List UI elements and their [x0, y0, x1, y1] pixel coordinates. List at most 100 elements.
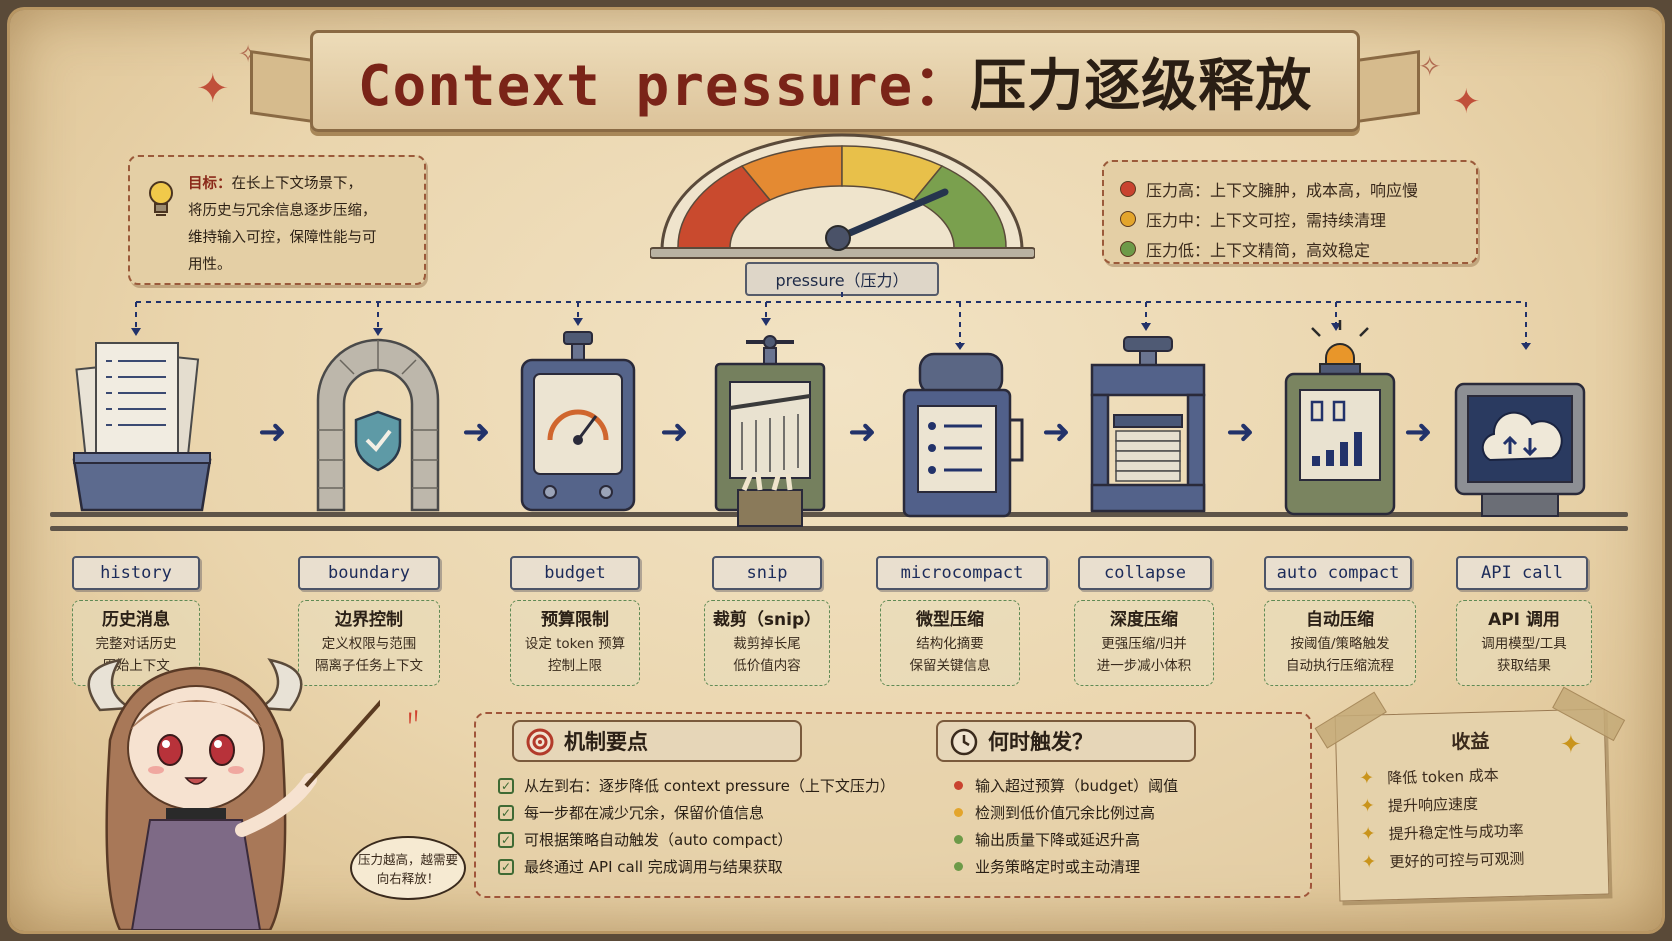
bullet-dot [954, 835, 963, 844]
budget-gauge-machine-icon [520, 331, 636, 512]
stage-label-boundary: boundary [298, 556, 440, 590]
trigger-item-text: 业务策略定时或主动清理 [975, 858, 1141, 876]
stage-title: 深度压缩 [1110, 610, 1178, 630]
stage-desc-2: 隔离子任务上下文 [315, 658, 423, 674]
bubble-line-1: 压力越高，越需要 [357, 852, 458, 867]
mechanism-item: ✓ 从左到右：逐步降低 context pressure（上下文压力） [498, 772, 918, 799]
benefit-item-text: 提升响应速度 [1387, 794, 1479, 815]
mechanism-title: 机制要点 [564, 730, 648, 754]
benefit-item-text: 降低 token 成本 [1387, 765, 1499, 787]
mechanism-item-text: 可根据策略自动触发（auto compact） [524, 831, 793, 849]
stage-desc-1: 结构化摘要 [916, 636, 984, 652]
legend-text-high: 压力高：上下文臃肿，成本高，响应慢 [1146, 181, 1419, 200]
stage-label-budget: budget [510, 556, 640, 590]
microcompact-machine-icon [902, 352, 1024, 518]
boundary-arch-icon [316, 338, 440, 512]
arrow-right-icon: ➜ [258, 412, 287, 452]
sparkle-icon: ✦ [1452, 82, 1481, 122]
bubble-line-2: 向右释放！ [376, 871, 440, 886]
target-icon [526, 728, 554, 756]
arrow-right-icon: ➜ [462, 412, 491, 452]
stage-desc-2: 保留关键信息 [909, 658, 991, 674]
stage-card-boundary: 边界控制 定义权限与范围 隔离子任务上下文 [298, 600, 440, 686]
arrow-right-icon: ➜ [660, 412, 689, 452]
star-icon: ✦ [1359, 795, 1376, 817]
goal-text-1: 在长上下文场景下， [231, 176, 363, 192]
trigger-title: 何时触发？ [988, 730, 1093, 754]
stage-desc-1: 更强压缩/归并 [1101, 636, 1187, 652]
banner-tail-right [1350, 50, 1420, 124]
stage-title: 裁剪（snip） [712, 610, 822, 630]
speech-bubble: 压力越高，越需要 向右释放！ [350, 836, 466, 900]
title-banner: Context pressure：压力逐级释放 [310, 30, 1360, 132]
arrow-right-icon: ➜ [848, 412, 877, 452]
stage-label-api-call: API call [1456, 556, 1588, 590]
mechanism-item: ✓ 可根据策略自动触发（auto compact） [498, 826, 918, 853]
goal-text-4: 用性。 [188, 257, 232, 273]
title-en: Context pressure： [357, 53, 971, 119]
trigger-item-text: 检测到低价值冗余比例过高 [975, 804, 1156, 822]
goal-label: 目标： [188, 176, 232, 192]
star-icon: ✦ [1361, 851, 1377, 873]
checkbox-icon: ✓ [498, 858, 514, 875]
stage-label-auto-compact: auto compact [1264, 556, 1412, 590]
stage-title: API 调用 [1488, 610, 1560, 630]
legend-text-mid: 压力中：上下文可控，需持续清理 [1146, 211, 1387, 230]
bullet-dot [954, 808, 963, 817]
benefit-item-text: 更好的可控与可观测 [1389, 849, 1525, 871]
benefit-item: ✦ 更好的可控与可观测 [1361, 841, 1608, 875]
bullet-dot [954, 862, 963, 871]
stage-desc-1: 完整对话历史 [95, 636, 177, 652]
benefit-item-text: 提升稳定性与成功率 [1388, 821, 1524, 843]
sparkle-icon: ✦ [196, 66, 230, 112]
legend-dot-mid [1120, 211, 1136, 227]
stage-label-microcompact: microcompact [876, 556, 1048, 590]
stage-desc-1: 设定 token 预算 [524, 636, 626, 652]
mascot-character [87, 658, 380, 930]
trigger-item: 输出质量下降或延迟升高 [950, 826, 1290, 853]
mechanism-item: ✓每一步都在减少冗余，保留价值信息 [498, 799, 918, 826]
stage-desc-2: 自动执行压缩流程 [1286, 658, 1394, 674]
trigger-item: 输入超过预算（budget）阈值 [950, 772, 1290, 799]
pressure-gauge [650, 133, 1035, 259]
clock-icon [950, 728, 978, 756]
arrow-right-icon: ➜ [1226, 412, 1255, 452]
stage-card-snip: 裁剪（snip） 裁剪掉长尾 低价值内容 [704, 600, 830, 686]
stage-desc-2: 低价值内容 [733, 658, 801, 674]
checkbox-icon: ✓ [498, 831, 514, 848]
sparkle-icon: ✧ [1418, 50, 1442, 83]
star-icon: ✦ [1360, 823, 1377, 845]
mechanism-item-text: 从左到右：逐步降低 context pressure（上下文压力） [524, 777, 895, 795]
mechanism-item-text: 每一步都在减少冗余，保留价值信息 [524, 804, 765, 822]
history-documents-icon [72, 342, 212, 512]
goal-note: 目标：在长上下文场景下， 将历史与冗余信息逐步压缩， 维持输入可控，保障性能与可… [128, 155, 426, 285]
api-call-monitor-icon [1454, 382, 1586, 517]
trigger-list: 输入超过预算（budget）阈值 检测到低价值冗余比例过高 输出质量下降或延迟升… [950, 772, 1290, 880]
legend-dot-high [1120, 181, 1136, 197]
mechanism-item: ✓最终通过 API call 完成调用与结果获取 [498, 853, 918, 880]
stage-card-microcompact: 微型压缩 结构化摘要 保留关键信息 [880, 600, 1020, 686]
collapse-press-icon [1090, 336, 1206, 513]
pressure-legend: 压力高：上下文臃肿，成本高，响应慢 压力中：上下文可控，需持续清理 压力低：上下… [1102, 160, 1478, 264]
stage-title: 预算限制 [541, 610, 609, 630]
snip-shredder-icon [714, 335, 826, 527]
star-icon: ✦ [1358, 767, 1375, 789]
stage-desc-2: 进一步减小体积 [1096, 658, 1192, 674]
legend-dot-low [1120, 241, 1136, 257]
legend-text-low: 压力低：上下文精简，高效稳定 [1146, 241, 1371, 260]
arrow-right-icon: ➜ [1042, 412, 1071, 452]
stage-title: 历史消息 [102, 610, 170, 630]
benefits-list: ✦ 降低 token 成本 ✦ 提升响应速度 ✦ 提升稳定性与成功率 ✦ 更好的可控与可… [1337, 758, 1608, 877]
legend-row-mid: 压力中：上下文可控，需持续清理 [1120, 204, 1460, 234]
stage-card-budget: 预算限制 设定 token 预算 控制上限 [510, 600, 640, 686]
stage-desc-1: 调用模型/工具 [1481, 636, 1567, 652]
pressure-connector [131, 292, 1531, 350]
checkbox-icon: ✓ [498, 777, 514, 794]
lightbulb-icon [149, 181, 173, 216]
trigger-title-pill: 何时触发？ [936, 720, 1196, 762]
legend-row-high: 压力高：上下文臃肿，成本高，响应慢 [1120, 174, 1460, 204]
sparkle-icon: ✦ [1560, 730, 1582, 760]
stage-desc-1: 裁剪掉长尾 [733, 636, 801, 652]
trigger-item-text: 输入超过预算（budget）阈值 [975, 777, 1179, 795]
